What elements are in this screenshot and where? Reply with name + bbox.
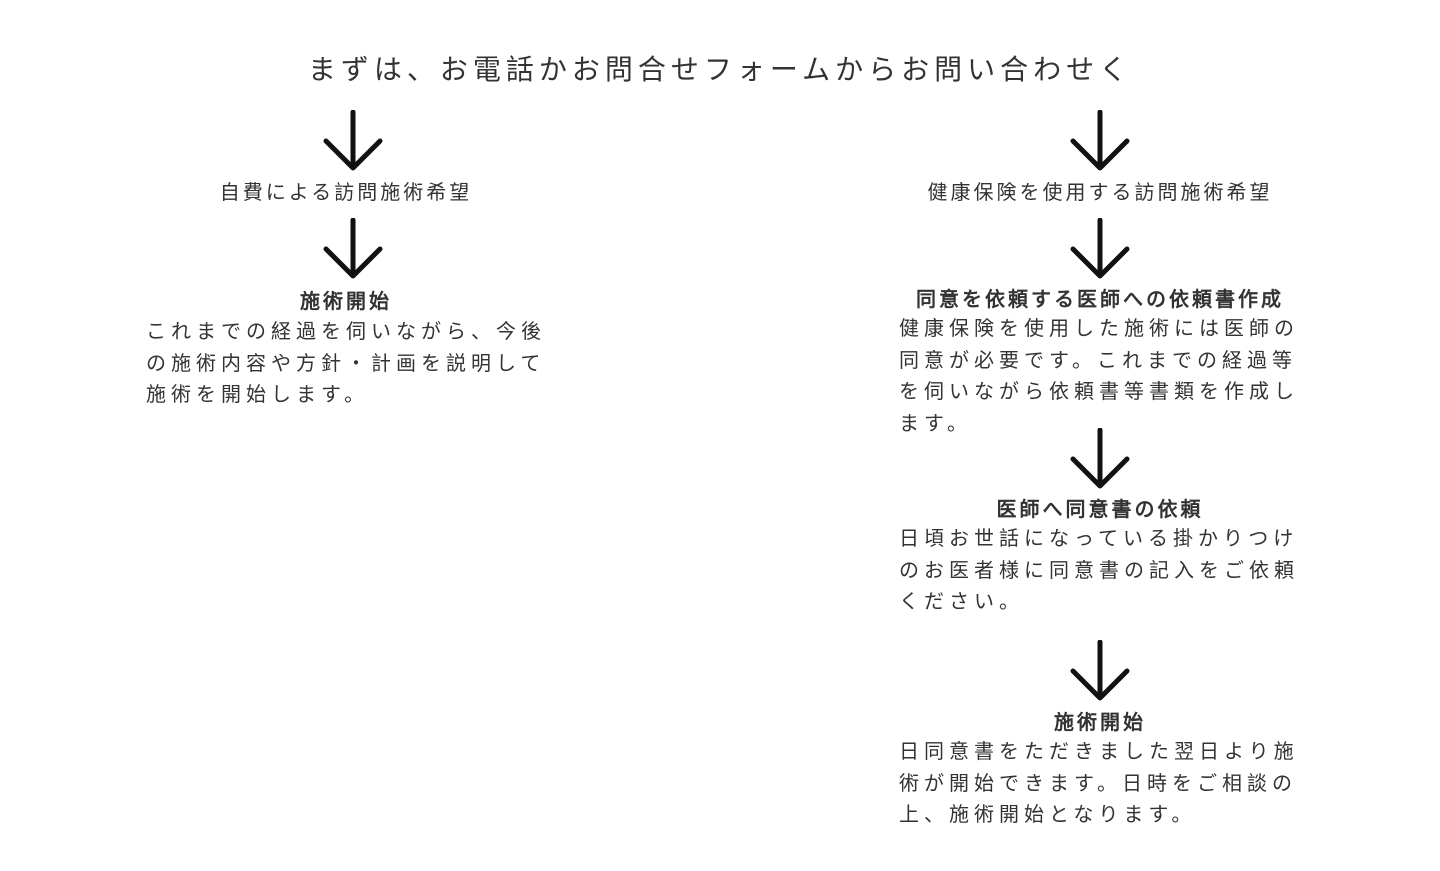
request-letter-heading: 同意を依頼する医師への依頼書作成	[916, 287, 1284, 311]
flow-title: まずは、お電話かお問合せフォームからお問い合わせく	[307, 53, 1133, 86]
consent-request-description: 日頃お世話になっている掛かりつけのお医者様に同意書の記入をご依頼ください。	[899, 526, 1299, 613]
arrow-down-icon	[1068, 218, 1132, 282]
self-pay-option-label: 自費による訪問施術希望	[219, 180, 473, 204]
arrow-down-icon	[1068, 428, 1132, 492]
insurance-start-heading: 施術開始	[1054, 710, 1146, 734]
arrow-down-icon	[321, 218, 385, 282]
insurance-start-description: 日同意書をただきました翌日より施術が開始できます。日時をご相談の上、施術開始とな…	[899, 739, 1299, 826]
insurance-option-label: 健康保険を使用する訪問施術希望	[927, 180, 1273, 204]
request-letter-description: 健康保険を使用した施術には医師の同意が必要です。これまでの経過等を伺いながら依頼…	[899, 316, 1299, 435]
consent-request-heading: 医師へ同意書の依頼	[996, 497, 1204, 521]
arrow-down-icon	[1068, 110, 1132, 174]
self-pay-start-description: これまでの経過を伺いながら、今後の施術内容や方針・計画を説明して施術を開始します…	[146, 319, 546, 406]
arrow-down-icon	[1068, 640, 1132, 704]
arrow-down-icon	[321, 110, 385, 174]
self-pay-start-heading: 施術開始	[300, 289, 392, 313]
